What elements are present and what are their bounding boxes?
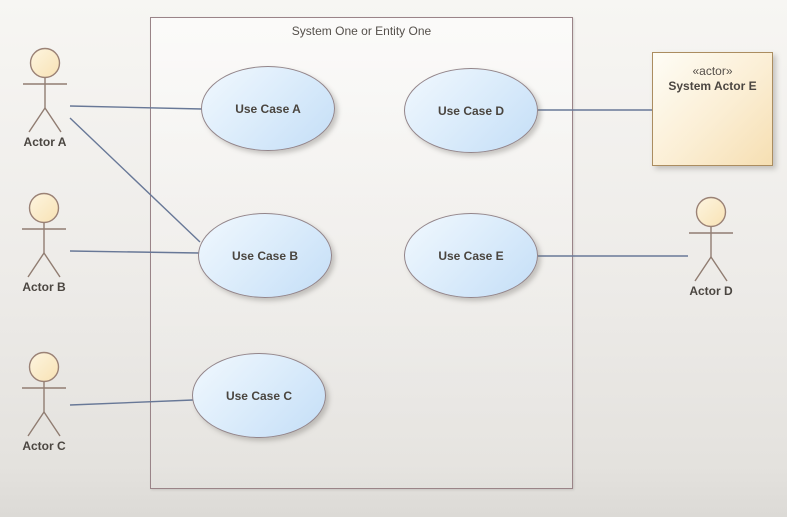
system-actor-e[interactable]: «actor» System Actor E xyxy=(652,52,773,166)
actor-c-stick-figure-icon xyxy=(22,351,66,437)
connector-actor-b-use-case-b[interactable] xyxy=(69,250,200,254)
connector-actor-c-use-case-c[interactable] xyxy=(69,399,194,406)
use-case-e-label: Use Case E xyxy=(438,248,504,263)
actor-a-stick-figure-icon xyxy=(23,47,67,133)
use-case-c[interactable]: Use Case C xyxy=(192,353,326,438)
use-case-a[interactable]: Use Case A xyxy=(201,66,335,151)
use-case-b-label: Use Case B xyxy=(231,248,299,263)
actor-b-label: Actor B xyxy=(22,280,66,294)
actor-c-label: Actor C xyxy=(22,439,66,453)
actor-a[interactable]: Actor A xyxy=(15,47,75,151)
use-case-d[interactable]: Use Case D xyxy=(404,68,538,153)
connector-actor-a-use-case-b[interactable] xyxy=(69,117,201,243)
system-boundary-title: System One or Entity One xyxy=(291,24,432,38)
actor-d[interactable]: Actor D xyxy=(681,196,741,300)
actor-d-label: Actor D xyxy=(689,284,733,298)
actor-b-stick-figure-icon xyxy=(22,192,66,278)
actor-d-stick-figure-icon xyxy=(689,196,733,282)
use-case-a-label: Use Case A xyxy=(235,101,301,116)
use-case-c-label: Use Case C xyxy=(225,388,293,403)
use-case-b[interactable]: Use Case B xyxy=(198,213,332,298)
system-actor-e-stereotype: «actor» xyxy=(692,64,733,78)
actor-b[interactable]: Actor B xyxy=(14,192,74,296)
use-case-d-label: Use Case D xyxy=(437,103,505,118)
connector-actor-a-use-case-a[interactable] xyxy=(69,105,203,110)
actor-c[interactable]: Actor C xyxy=(14,351,74,455)
system-actor-e-name: System Actor E xyxy=(668,79,757,93)
use-case-e[interactable]: Use Case E xyxy=(404,213,538,298)
actor-a-label: Actor A xyxy=(23,135,67,149)
